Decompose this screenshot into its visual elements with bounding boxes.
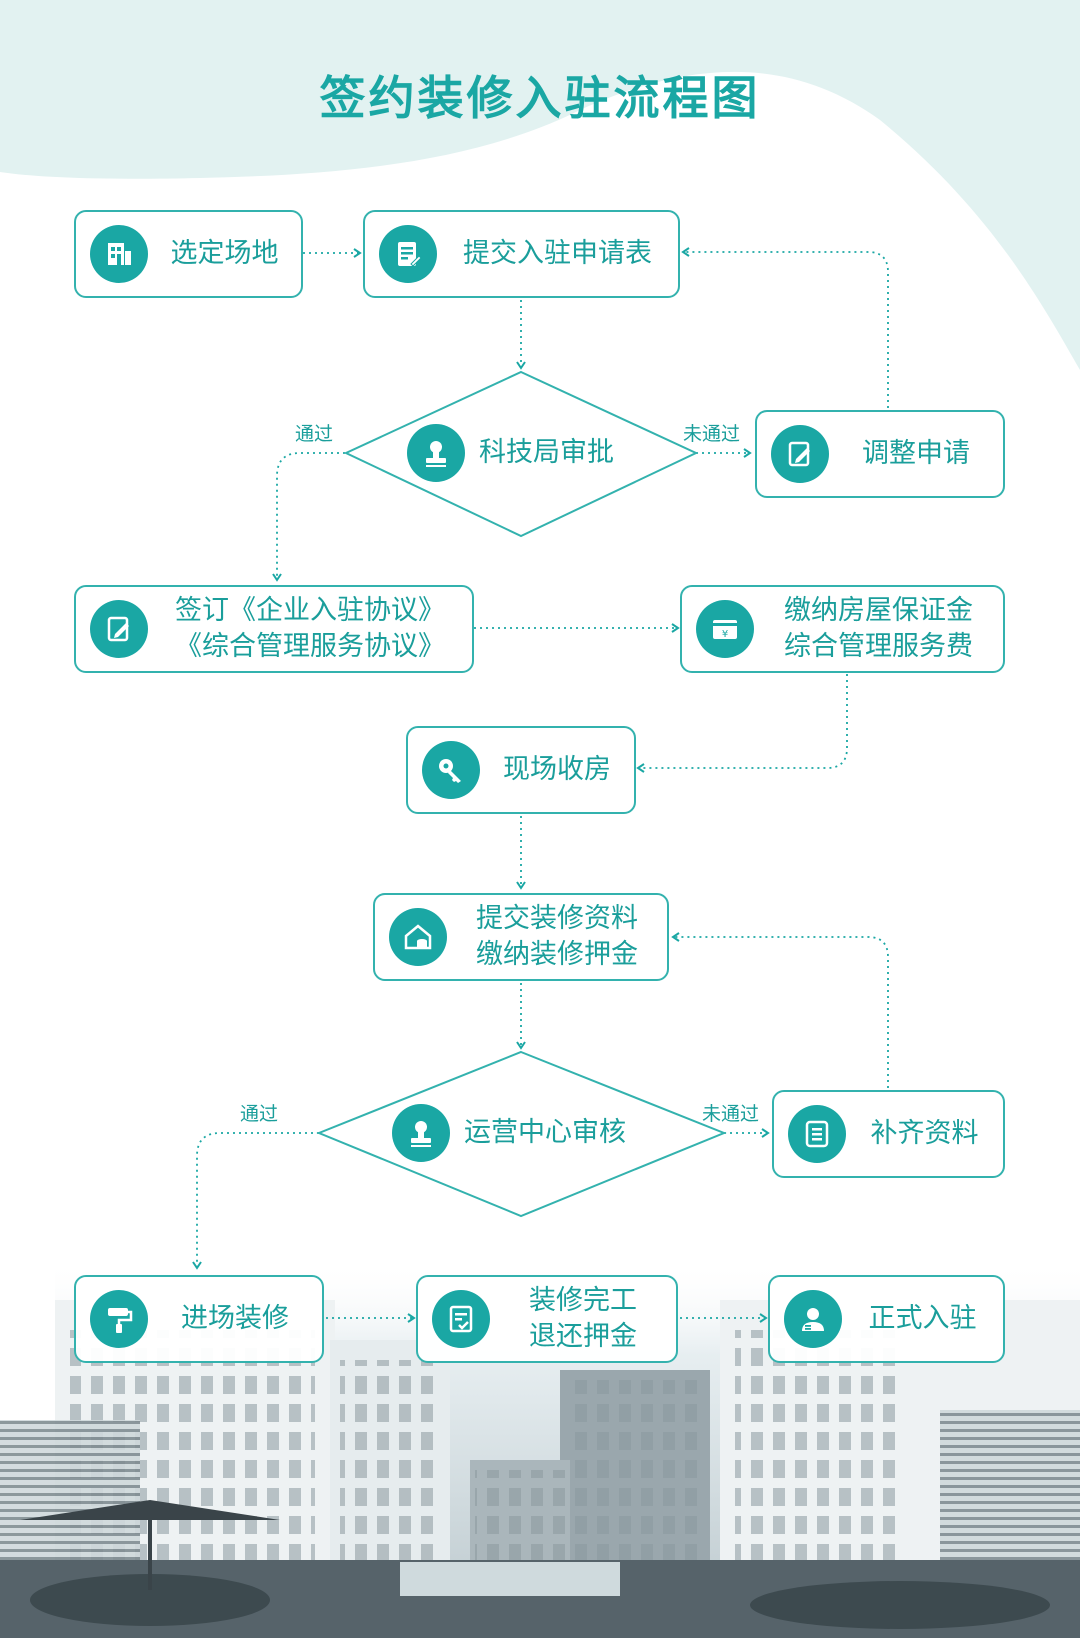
node-label: 正式入驻: [868, 1303, 977, 1334]
node-label: 进场装修: [181, 1303, 289, 1334]
wallet-icon: ¥: [696, 600, 754, 658]
edge-review-pass: [192, 1132, 319, 1270]
node-supplement-docs: 补齐资料: [772, 1090, 1005, 1178]
tech-approval-diamond: [343, 370, 699, 538]
edge-approval-pass: [272, 452, 345, 582]
key-icon: [422, 741, 480, 799]
label-line: 装修完工: [529, 1285, 637, 1316]
ops-review-content: 运营中心审核: [392, 1104, 626, 1162]
svg-text:¥: ¥: [722, 629, 728, 640]
label-line: 提交装修资料: [476, 903, 638, 934]
label-line: 综合管理服务费: [784, 631, 973, 662]
node-label: 提交装修资料 缴纳装修押金: [447, 901, 667, 973]
node-adjust-application: 调整申请: [755, 410, 1005, 498]
label-line: 《综合管理服务协议》: [175, 631, 445, 662]
checklist-icon: [432, 1290, 490, 1348]
edge-label-fail: 未通过: [683, 423, 741, 445]
paint-roller-icon: [90, 1290, 148, 1348]
node-completion: 装修完工 退还押金: [416, 1275, 678, 1363]
ops-review-diamond: [316, 1050, 727, 1218]
list-icon: [788, 1105, 846, 1163]
node-label: 科技局审批: [479, 437, 614, 468]
node-label: 缴纳房屋保证金 综合管理服务费: [754, 593, 1003, 665]
edge-adjust-to-submit: [681, 247, 889, 408]
node-label: 选定场地: [170, 238, 279, 269]
stamp-icon: [407, 424, 465, 482]
building-icon: [90, 225, 148, 283]
form-icon: [379, 225, 437, 283]
edge-label-pass: 通过: [295, 423, 334, 445]
label-line: 退还押金: [529, 1321, 637, 1352]
node-label: 调整申请: [862, 438, 970, 469]
edit-icon: [90, 600, 148, 658]
node-start-renovation: 进场装修: [74, 1275, 324, 1363]
node-label: 提交入驻申请表: [463, 238, 652, 269]
node-label: 现场收房: [503, 754, 611, 785]
edge-label-fail: 未通过: [702, 1103, 760, 1125]
tech-approval-content: 科技局审批: [407, 424, 614, 482]
node-site-handover: 现场收房: [406, 726, 636, 814]
user-icon: [784, 1290, 842, 1348]
house-icon: [389, 908, 447, 966]
label-line: 签订《企业入驻协议》: [175, 595, 445, 626]
label-line: 缴纳房屋保证金: [784, 595, 973, 626]
edit-icon: [771, 425, 829, 483]
node-label: 签订《企业入驻协议》 《综合管理服务协议》: [148, 593, 472, 665]
edge-label-pass: 通过: [240, 1103, 279, 1125]
node-label: 装修完工 退还押金: [490, 1283, 676, 1355]
page-title: 签约装修入驻流程图: [319, 71, 761, 125]
node-pay-deposit: ¥ 缴纳房屋保证金 综合管理服务费: [680, 585, 1005, 673]
node-submit-application: 提交入驻申请表: [363, 210, 680, 298]
node-sign-agreements: 签订《企业入驻协议》 《综合管理服务协议》: [74, 585, 474, 673]
edge-pay-to-handover: [636, 674, 848, 773]
node-renovation-docs: 提交装修资料 缴纳装修押金: [373, 893, 669, 981]
edge-supplement-to-reno: [671, 932, 889, 1088]
node-select-site: 选定场地: [74, 210, 303, 298]
stamp-icon: [392, 1104, 450, 1162]
node-move-in: 正式入驻: [768, 1275, 1005, 1363]
label-line: 缴纳装修押金: [476, 939, 638, 970]
node-label: 补齐资料: [870, 1118, 979, 1149]
node-label: 运营中心审核: [464, 1117, 626, 1148]
